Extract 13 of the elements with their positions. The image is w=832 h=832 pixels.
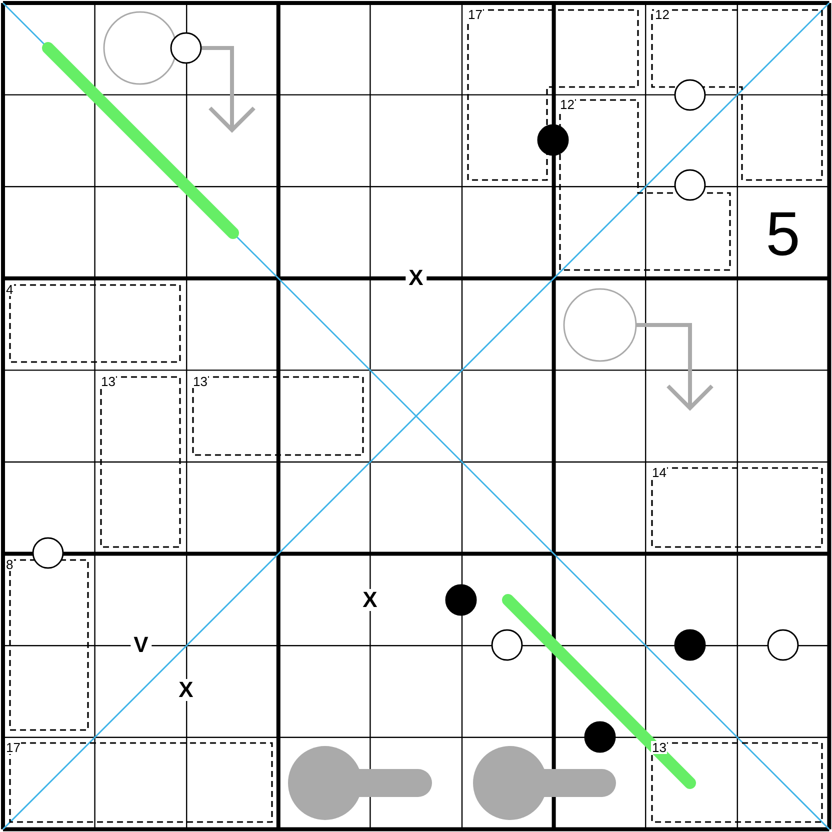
cage-sum: 13 bbox=[651, 741, 668, 754]
cage-sum: 4 bbox=[5, 283, 14, 296]
cage-sum: 17 bbox=[467, 8, 484, 21]
cage-sum: 17 bbox=[5, 741, 22, 754]
clue-letter: X bbox=[176, 679, 196, 701]
given-digit: 5 bbox=[766, 204, 800, 266]
cage-sum: 8 bbox=[5, 558, 14, 571]
cage-sum: 12 bbox=[654, 8, 670, 21]
clue-letter: X bbox=[360, 589, 380, 611]
cage-sum: 12 bbox=[559, 98, 576, 111]
cage-sum: 13 bbox=[192, 375, 208, 388]
cage-sum: 14 bbox=[651, 466, 668, 479]
cage-sum: 13 bbox=[100, 375, 116, 388]
